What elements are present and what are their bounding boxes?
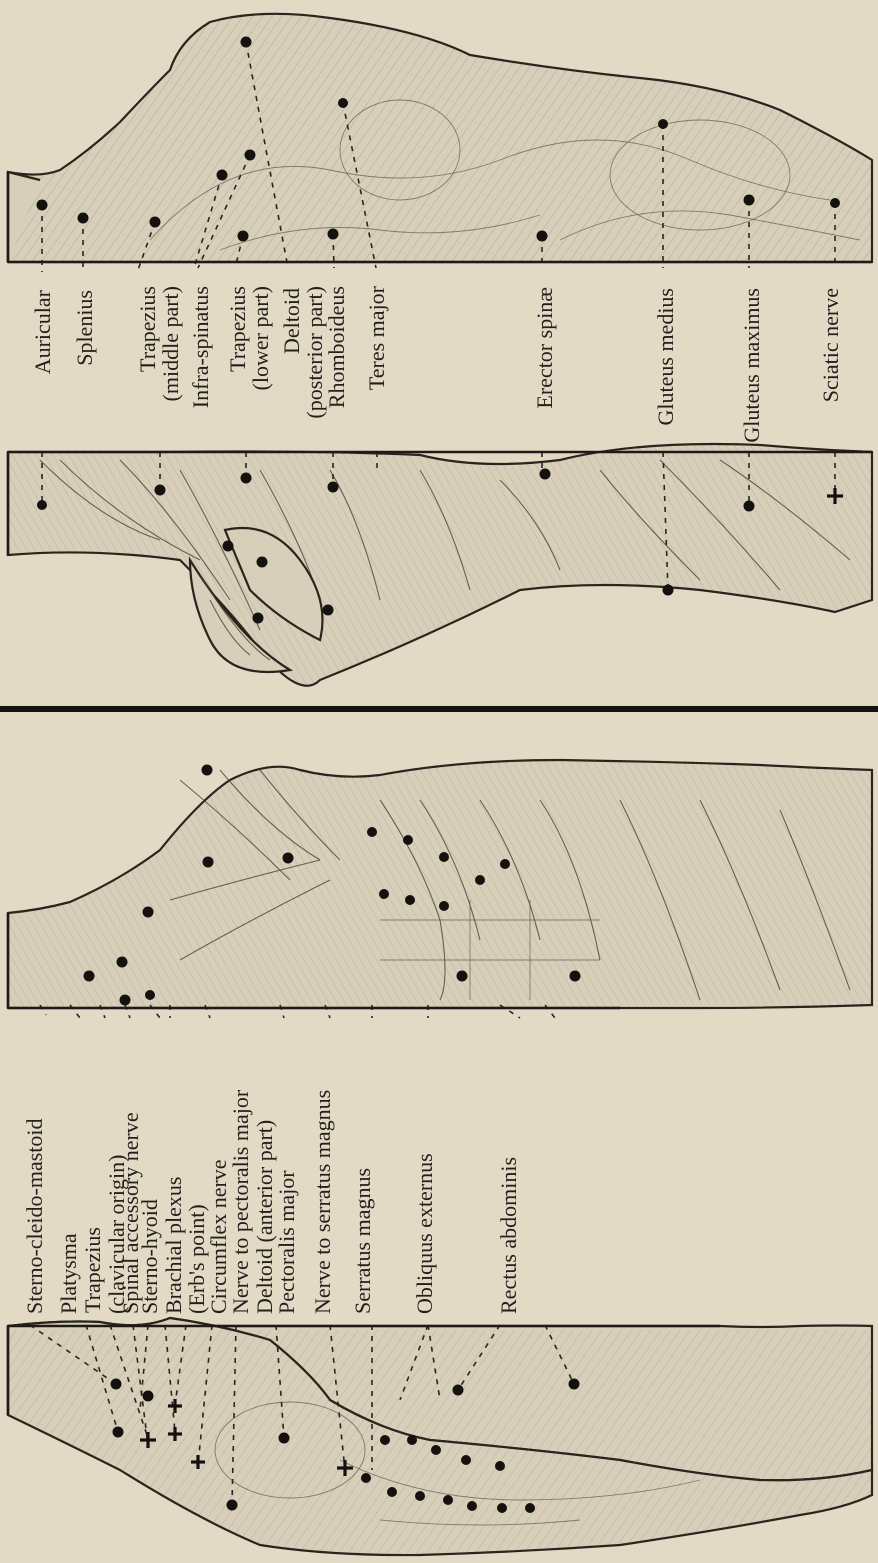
motor-point <box>467 1501 477 1511</box>
front-labels: Sterno-cleido-mastoid Platysma Trapezius… <box>22 1089 521 1314</box>
motor-point <box>37 500 47 510</box>
motor-point <box>203 857 214 868</box>
label-sciatic-nerve: Sciatic nerve <box>818 288 843 402</box>
motor-point <box>495 1461 505 1471</box>
motor-point <box>257 557 268 568</box>
label-splenius: Splenius <box>72 290 97 366</box>
label-nerve-to-serratus-magnus: Nerve to serratus magnus <box>310 1090 335 1314</box>
motor-point <box>830 198 840 208</box>
motor-point <box>245 150 256 161</box>
motor-point <box>663 585 674 596</box>
label-trapezius: Trapezius <box>80 1227 105 1313</box>
label-nerve-to-pectoralis-major: Nerve to pectoralis major <box>228 1089 253 1314</box>
panel-divider <box>0 706 878 712</box>
motor-point <box>323 605 334 616</box>
label-deltoid-posterior: Deltoid <box>279 288 304 354</box>
motor-point <box>150 217 161 228</box>
motor-point <box>283 853 294 864</box>
label-trapezius-lower: Trapezius <box>225 286 250 372</box>
motor-point <box>403 835 413 845</box>
back-labels: Auricular Splenius Trapezius (middle par… <box>30 285 843 442</box>
motor-point <box>227 1500 238 1511</box>
motor-point <box>120 995 131 1006</box>
back-muscles-figure <box>8 444 872 686</box>
motor-point <box>155 485 166 496</box>
label-platysma: Platysma <box>56 1233 81 1314</box>
motor-point <box>328 229 339 240</box>
label-erector-spinae: Erector spinæ <box>532 287 557 409</box>
motor-point <box>405 895 415 905</box>
motor-point <box>744 501 755 512</box>
label-trapezius-lower-sub: (lower part) <box>248 286 273 390</box>
motor-point <box>379 889 389 899</box>
label-brachial-plexus: Brachial plexus <box>161 1177 186 1314</box>
motor-point <box>279 1433 290 1444</box>
motor-point <box>569 1379 580 1390</box>
label-infra-spinatus: Infra-spinatus <box>188 286 213 408</box>
front-view-panel: Sterno-cleido-mastoid Platysma Trapezius… <box>8 760 872 1555</box>
motor-point <box>238 231 249 242</box>
label-gluteus-maximus: Gluteus maximus <box>739 288 764 443</box>
motor-point <box>457 971 468 982</box>
motor-point <box>407 1435 417 1445</box>
motor-point <box>439 852 449 862</box>
label-rectus-abdominis: Rectus abdominis <box>496 1157 521 1314</box>
motor-point <box>570 971 581 982</box>
motor-point <box>143 1391 154 1402</box>
motor-point <box>78 213 89 224</box>
label-obliquus-externus: Obliquus externus <box>412 1153 437 1314</box>
motor-point <box>537 231 548 242</box>
motor-point <box>217 170 228 181</box>
motor-point <box>111 1379 122 1390</box>
motor-point <box>443 1495 453 1505</box>
motor-point <box>37 200 48 211</box>
motor-point <box>241 473 252 484</box>
label-pectoralis-major: Pectoralis major <box>274 1170 299 1314</box>
motor-point <box>328 482 339 493</box>
back-torso-figure <box>8 14 872 262</box>
motor-point <box>84 971 95 982</box>
label-trapezius-middle: Trapezius <box>135 286 160 372</box>
motor-point <box>113 1427 124 1438</box>
motor-point <box>500 859 510 869</box>
front-torso-figure <box>8 1318 872 1555</box>
motor-point <box>338 98 348 108</box>
label-sterno-hyoid: Sterno-hyoid <box>137 1199 162 1314</box>
motor-point <box>241 37 252 48</box>
motor-point <box>439 901 449 911</box>
label-teres-major: Teres major <box>364 285 389 390</box>
motor-point <box>145 990 155 1000</box>
label-serratus-magnus: Serratus magnus <box>350 1168 375 1314</box>
motor-point <box>202 765 213 776</box>
motor-point <box>453 1385 464 1396</box>
motor-point <box>658 119 668 129</box>
motor-point <box>367 827 377 837</box>
motor-point <box>387 1487 397 1497</box>
motor-point <box>431 1445 441 1455</box>
motor-point <box>415 1491 425 1501</box>
motor-point <box>361 1473 371 1483</box>
motor-point <box>117 957 128 968</box>
motor-point <box>143 907 154 918</box>
label-trapezius-middle-sub: (middle part) <box>158 286 183 401</box>
motor-point <box>540 469 551 480</box>
motor-point <box>744 195 755 206</box>
motor-point <box>461 1455 471 1465</box>
motor-point <box>253 613 264 624</box>
label-sterno-cleido-mastoid: Sterno-cleido-mastoid <box>22 1118 47 1314</box>
back-view-panel: Auricular Splenius Trapezius (middle par… <box>8 14 872 686</box>
label-gluteus-medius: Gluteus medius <box>653 288 678 426</box>
motor-point <box>380 1435 390 1445</box>
motor-point <box>475 875 485 885</box>
label-rhomboideus: Rhomboideus <box>324 286 349 408</box>
motor-point <box>525 1503 535 1513</box>
front-muscles-figure <box>8 760 872 1008</box>
motor-point <box>497 1503 507 1513</box>
label-auricular: Auricular <box>30 289 55 374</box>
motor-point <box>223 541 234 552</box>
